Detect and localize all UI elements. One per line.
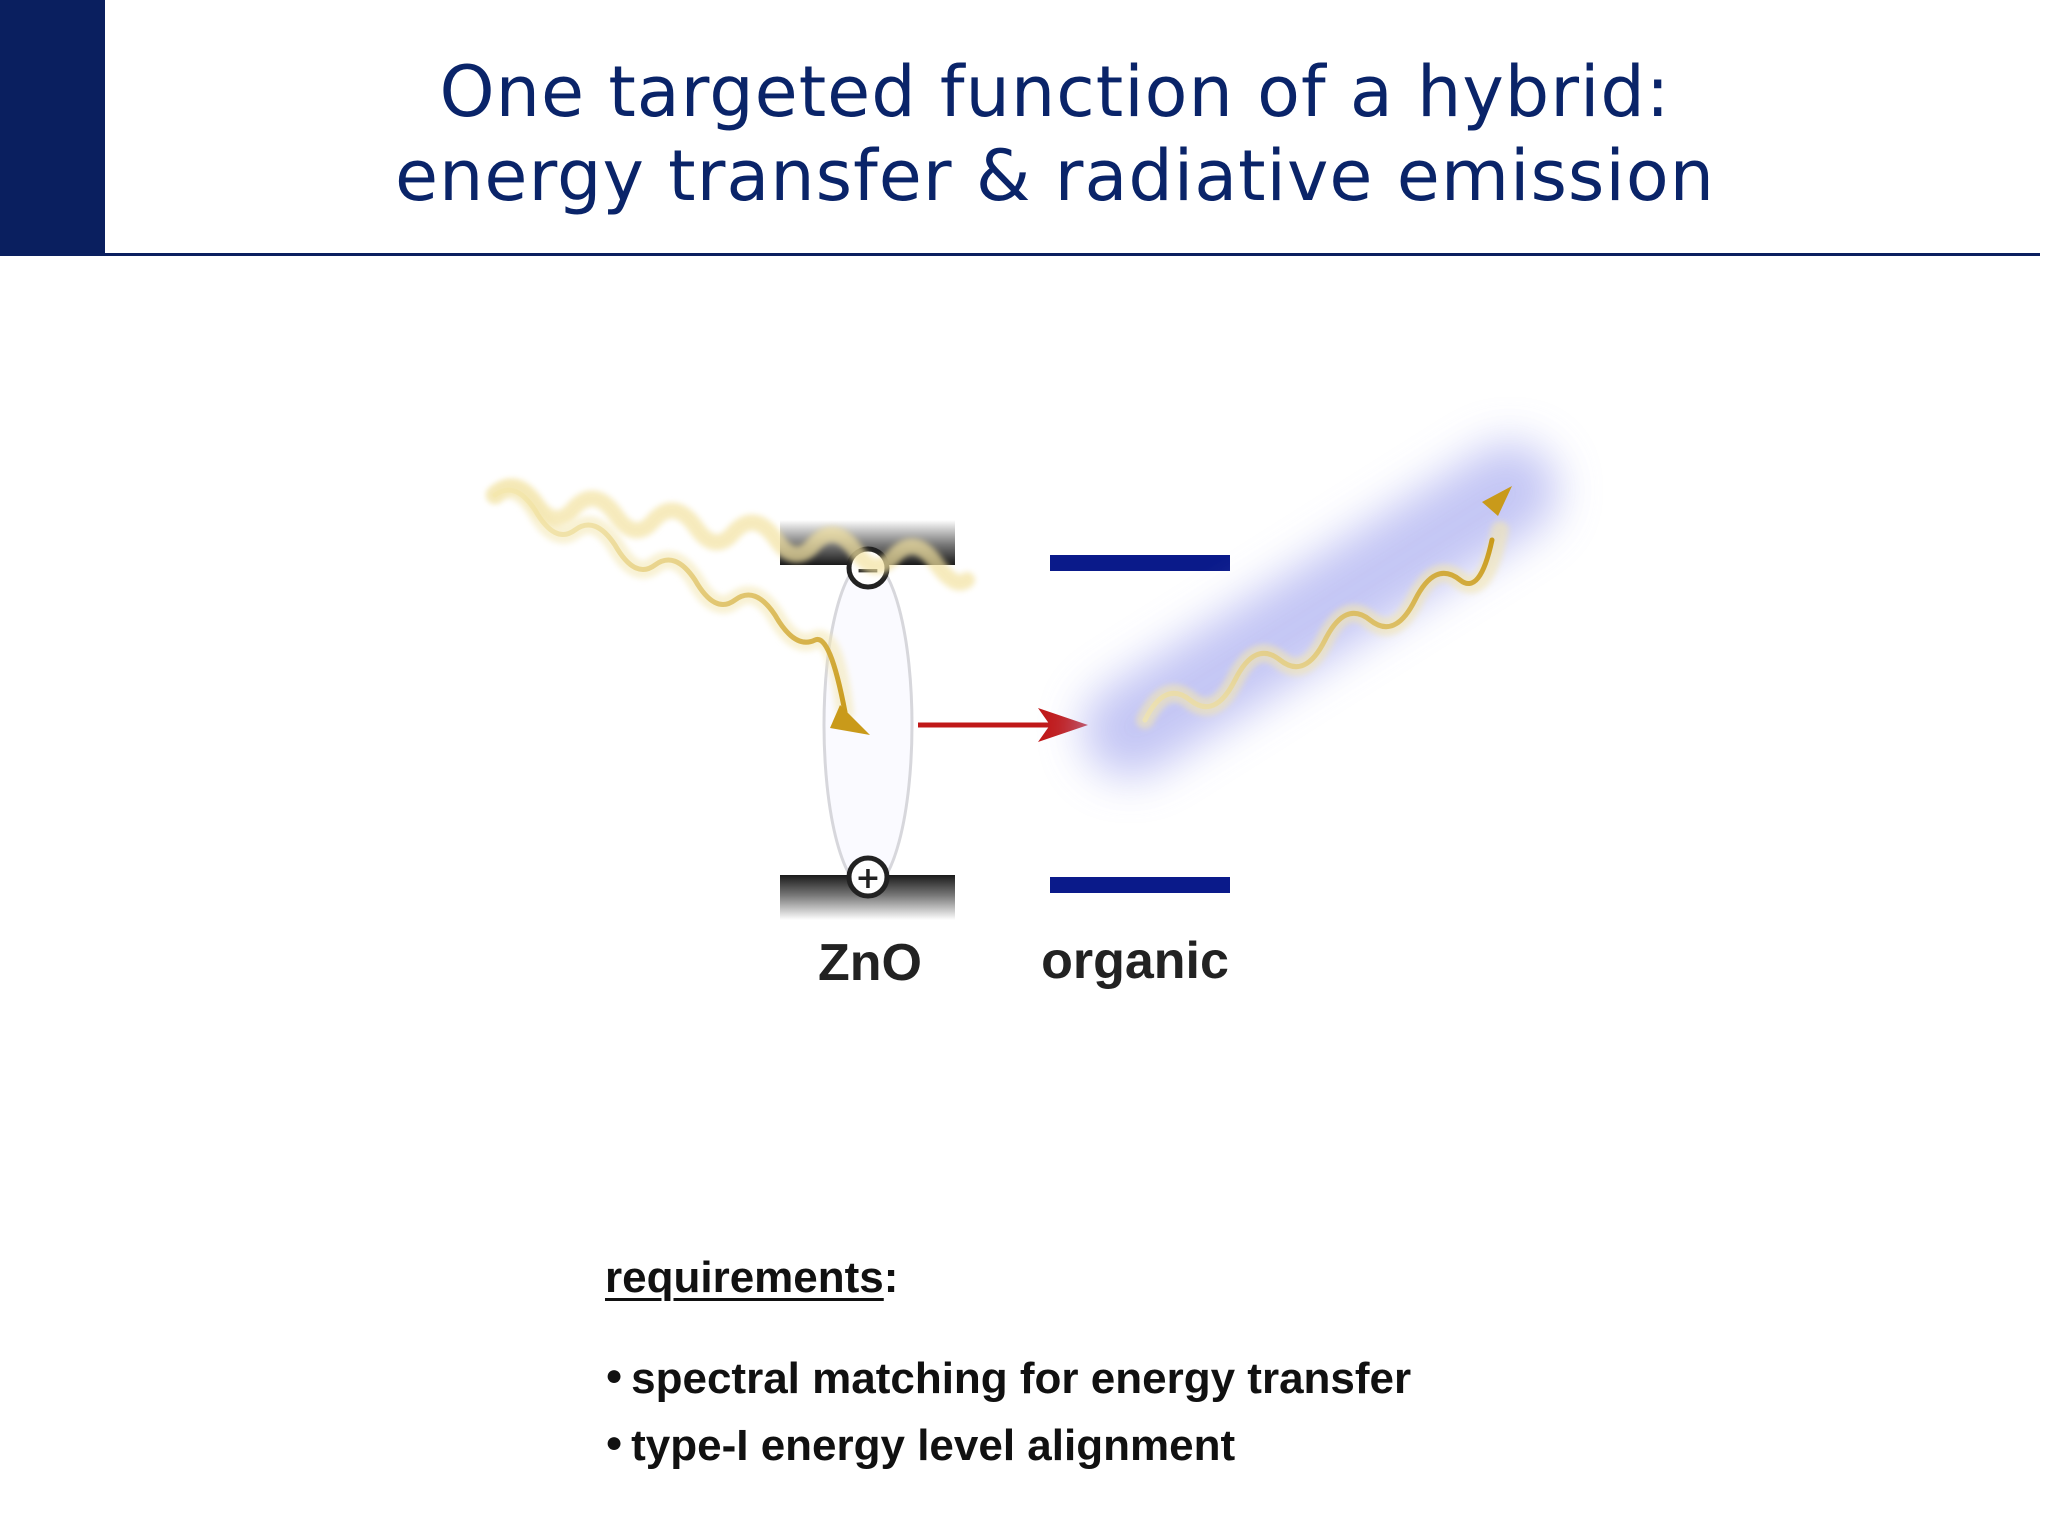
slide-title-line-1: One targeted function of a hybrid:	[439, 51, 1671, 133]
requirements-list: ●spectral matching for energy transfer ●…	[605, 1344, 1411, 1478]
energy-transfer-arrow	[918, 708, 1088, 742]
title-divider	[105, 253, 2040, 256]
title-accent-block	[0, 0, 105, 256]
slide-title: One targeted function of a hybrid: energ…	[105, 50, 2005, 218]
requirement-text: spectral matching for energy transfer	[631, 1354, 1412, 1403]
bullet-icon: ●	[605, 1426, 624, 1459]
requirements-section: requirements: ●spectral matching for ene…	[605, 1250, 1411, 1478]
requirements-heading: requirements:	[605, 1250, 1411, 1306]
bullet-icon: ●	[605, 1359, 624, 1392]
requirements-heading-colon: :	[883, 1253, 899, 1302]
list-item: ●type-I energy level alignment	[605, 1411, 1411, 1478]
emission-glow	[1082, 442, 1558, 778]
requirements-heading-text: requirements	[605, 1253, 884, 1302]
slide-title-line-2: energy transfer & radiative emission	[394, 135, 1716, 217]
list-item: ●spectral matching for energy transfer	[605, 1344, 1411, 1411]
hole-plus-icon: +	[846, 855, 890, 899]
organic-lumo-level	[1050, 555, 1230, 571]
outgoing-photon-icon	[1136, 486, 1512, 729]
incoming-photon-icon	[486, 478, 975, 735]
organic-label: organic	[1041, 932, 1229, 990]
requirement-text: type-I energy level alignment	[631, 1421, 1236, 1470]
svg-text:+: +	[855, 861, 880, 896]
zno-label: ZnO	[818, 934, 922, 992]
organic-homo-level	[1050, 877, 1230, 893]
